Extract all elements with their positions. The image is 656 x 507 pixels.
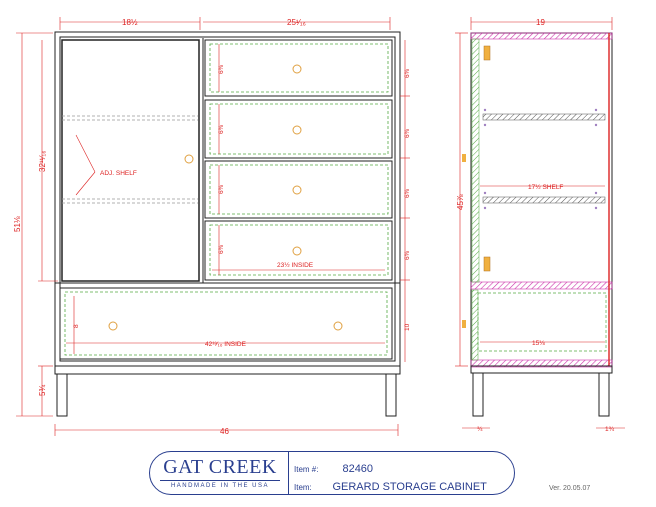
dim-drawer-depth: 15⅛ — [532, 340, 545, 347]
brand-tagline: HANDMADE IN THE USA — [160, 480, 280, 489]
dim-side-height: 45⅞ — [456, 194, 465, 210]
brand-logo: GAT CREEK HANDMADE IN THE USA — [160, 456, 280, 489]
dim-bottom-drawer: 10 — [404, 323, 411, 331]
dim-base-height: 5¾ — [38, 385, 47, 396]
dim-drawer-h-4: 6⅝ — [404, 250, 411, 260]
base-apron — [54, 365, 401, 375]
left-door — [61, 39, 200, 282]
item-name-value: GERARD STORAGE CABINET — [332, 481, 487, 493]
item-name-row: Item: GERARD STORAGE CABINET — [294, 477, 487, 495]
title-block: GAT CREEK HANDMADE IN THE USA Item #: 82… — [149, 451, 515, 495]
bottom-drawer — [59, 287, 393, 360]
dim-drawers-inside: 23½ INSIDE — [277, 261, 314, 269]
side-dimension-lines — [455, 17, 625, 429]
title-divider — [288, 452, 289, 494]
dim-drawer-h-2: 6⅜ — [404, 128, 411, 138]
side-view — [462, 32, 613, 417]
dim-side-1: 6⅜ — [218, 64, 225, 74]
version-text: Ver. 20.05.07 — [549, 485, 591, 492]
front-dimension-lines — [16, 17, 410, 436]
front-hidden-lines — [62, 43, 389, 356]
dim-bottom-inner: 8 — [73, 324, 80, 328]
dim-side-3: 6⅜ — [218, 184, 225, 194]
drawer-2 — [204, 99, 393, 159]
knobs — [108, 64, 343, 331]
dim-overall-width: 46 — [220, 427, 229, 436]
front-dimension-text: 18½ 25¹⁄₁₆ 51⅛ 32¹¹⁄₁₆ 5¾ 46 6⅝ 6⅜ 6⅝ 6⅝… — [13, 18, 411, 436]
item-number-row: Item #: 82460 — [294, 459, 373, 477]
side-dimension-text: 19 45⅞ 17½ SHELF 15⅛ ¾ 1¾ — [456, 18, 615, 433]
dim-depth: 19 — [536, 18, 545, 27]
dim-side-2: 6⅜ — [218, 124, 225, 134]
front-view — [54, 31, 401, 417]
dim-bottom-inside: 42¹³⁄₁₆ INSIDE — [205, 341, 247, 348]
item-number-label: Item #: — [294, 465, 319, 474]
dim-upper-height: 32¹¹⁄₁₆ — [38, 151, 47, 173]
drawer-3 — [204, 160, 393, 219]
dim-top-left: 18½ — [122, 18, 138, 27]
cabinet-inner — [59, 36, 396, 362]
leg-left — [56, 373, 68, 417]
brand-name: GAT CREEK — [163, 456, 277, 478]
dim-side-4: 6⅜ — [218, 244, 225, 254]
dim-leg-left: ¾ — [477, 426, 483, 433]
adj-shelf-label: ADJ. SHELF — [100, 170, 137, 177]
dim-drawer-h-1: 6⅝ — [404, 68, 411, 78]
leg-right — [385, 373, 397, 417]
dim-shelf: 17½ SHELF — [528, 183, 563, 191]
dim-overall-height: 51⅛ — [13, 216, 22, 232]
item-number-value: 82460 — [342, 463, 374, 475]
dim-drawer-h-3: 6⅝ — [404, 188, 411, 198]
drawer-1 — [204, 39, 393, 97]
item-name-label: Item: — [294, 483, 312, 492]
drawer-4 — [204, 220, 393, 281]
dim-leg-right: 1¾ — [605, 426, 615, 433]
dim-top-right: 25¹⁄₁₆ — [287, 18, 306, 27]
cabinet-outline — [54, 31, 401, 367]
